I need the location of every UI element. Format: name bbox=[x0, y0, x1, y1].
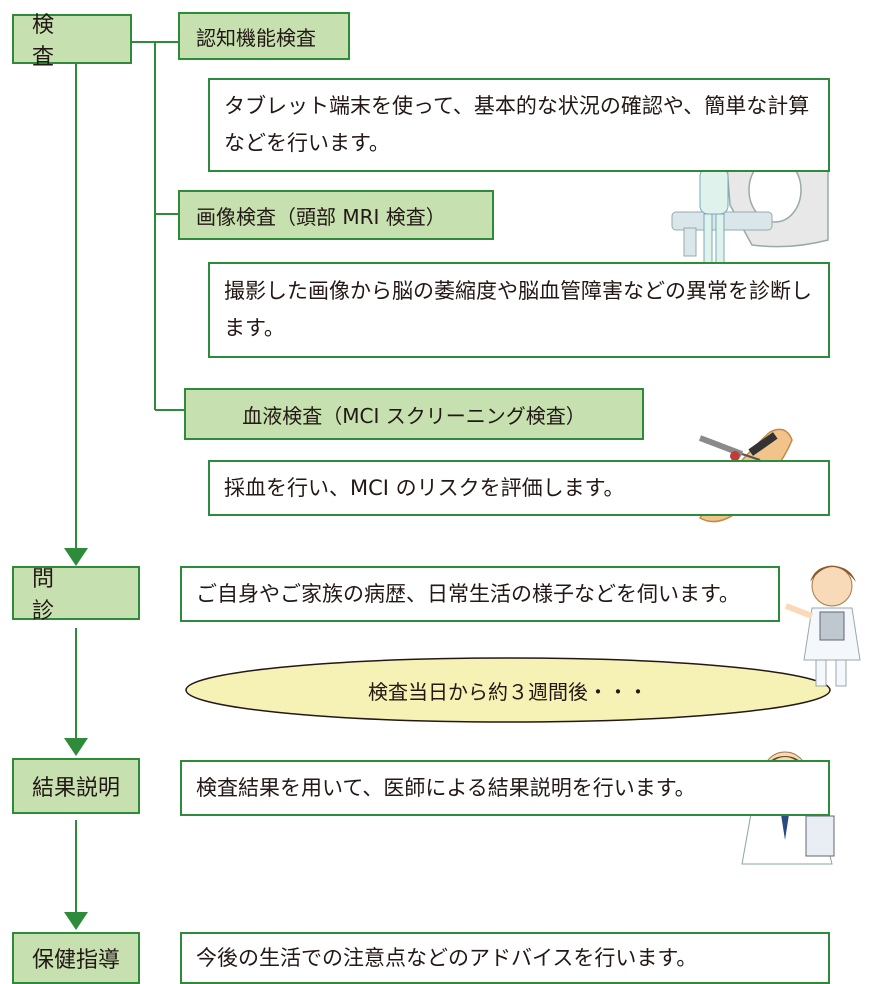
test-blood-label: 血液検査（MCI スクリーニング検査） bbox=[242, 403, 586, 428]
test-imaging-desc: 撮影した画像から脳の萎縮度や脳血管障害などの異常を診断します。 bbox=[224, 279, 812, 340]
guidance-desc: 今後の生活での注意点などのアドバイスを行います。 bbox=[196, 945, 698, 970]
step-results: 結果説明 bbox=[12, 758, 140, 814]
results-desc: 検査結果を用いて、医師による結果説明を行います。 bbox=[196, 775, 696, 800]
test-cognitive-desc: タブレット端末を使って、基本的な状況の確認や、簡単な計算などを行います。 bbox=[224, 94, 810, 155]
test-blood-label-box: 血液検査（MCI スクリーニング検査） bbox=[184, 388, 644, 440]
test-cognitive-label: 認知機能検査 bbox=[196, 25, 316, 50]
test-blood-desc-box: 採血を行い、MCI のリスクを評価します。 bbox=[208, 460, 830, 516]
nurse-clipboard-illustration bbox=[784, 565, 861, 687]
test-cognitive-label-box: 認知機能検査 bbox=[178, 12, 350, 60]
step-guidance-label: 保健指導 bbox=[31, 948, 120, 973]
arrow-head-interview bbox=[64, 548, 88, 566]
test-imaging-label: 画像検査（頭部 MRI 検査） bbox=[196, 204, 446, 229]
step-exam: 検 査 bbox=[12, 13, 132, 70]
interview-desc-box: ご自身やご家族の病歴、日常生活の様子などを伺います。 bbox=[180, 566, 780, 622]
step-interview-label: 問 診 bbox=[32, 567, 113, 624]
interview-desc: ご自身やご家族の病歴、日常生活の様子などを伺います。 bbox=[196, 581, 740, 606]
test-blood-desc: 採血を行い、MCI のリスクを評価します。 bbox=[224, 475, 625, 500]
timing-ellipse bbox=[185, 657, 831, 723]
test-imaging-label-box: 画像検査（頭部 MRI 検査） bbox=[178, 190, 494, 240]
step-exam-label: 検 査 bbox=[32, 13, 113, 70]
step-interview: 問 診 bbox=[12, 566, 140, 624]
test-cognitive-desc-box: タブレット端末を使って、基本的な状況の確認や、簡単な計算などを行います。 bbox=[208, 78, 830, 172]
timing-note: 検査当日から約３週間後・・・ bbox=[368, 679, 648, 704]
step-results-label: 結果説明 bbox=[31, 776, 120, 801]
arrow-head-results bbox=[64, 738, 88, 756]
arrow-head-guidance bbox=[64, 912, 88, 930]
step-guidance: 保健指導 bbox=[12, 932, 140, 984]
results-desc-box: 検査結果を用いて、医師による結果説明を行います。 bbox=[180, 760, 830, 816]
test-imaging-desc-box: 撮影した画像から脳の萎縮度や脳血管障害などの異常を診断します。 bbox=[208, 262, 830, 358]
guidance-desc-box: 今後の生活での注意点などのアドバイスを行います。 bbox=[180, 932, 830, 984]
